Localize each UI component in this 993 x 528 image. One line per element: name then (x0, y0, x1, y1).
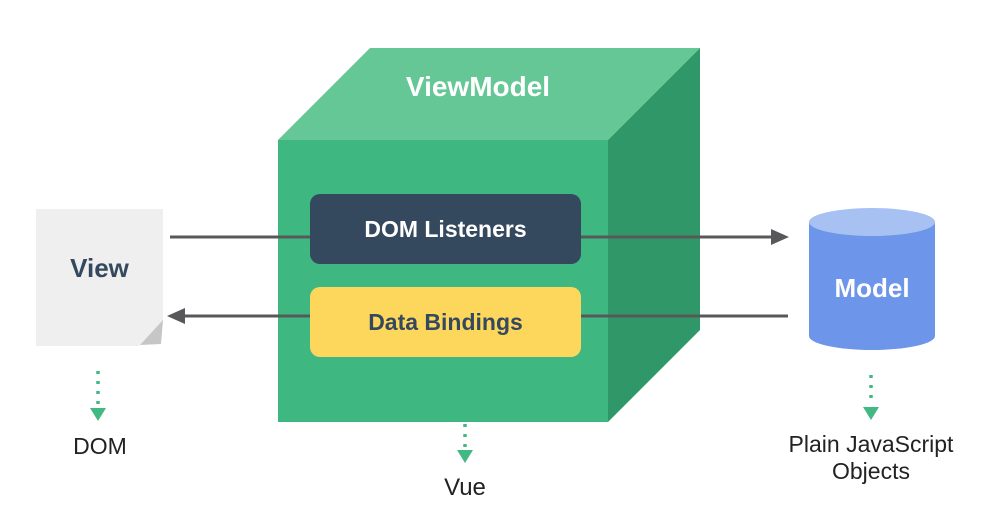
model-cylinder-top (809, 208, 935, 236)
dom-annotation: DOM (73, 433, 127, 459)
view-paper-fold (140, 320, 163, 345)
viewmodel-node-label: ViewModel (405, 71, 551, 102)
model-to-view-arrow-head (167, 308, 185, 324)
cube-front-face (278, 140, 608, 422)
data-bindings-label: Data Bindings (368, 308, 523, 335)
model-cylinder-body (809, 222, 935, 336)
vue-annotation: Vue (444, 474, 486, 501)
model-cylinder-bottom (809, 322, 935, 350)
dom-listeners-pill: DOM Listeners (310, 194, 581, 264)
cube-top-face (278, 48, 700, 140)
model-dotted-arrow-head (863, 407, 879, 420)
view-dotted-arrow-head (90, 408, 106, 421)
dom-listeners-label: DOM Listeners (364, 215, 527, 242)
view-node-label: View (70, 253, 129, 283)
viewmodel-dotted-arrow-head (457, 450, 473, 463)
cube-right-face (608, 48, 700, 422)
view-paper-shape (36, 209, 163, 346)
model-node-label: Model (834, 273, 910, 303)
data-bindings-pill: Data Bindings (310, 287, 581, 357)
plain-javascript-objects-annotation: Plain JavaScript Objects (788, 431, 954, 484)
view-to-model-arrow-head (771, 229, 789, 245)
